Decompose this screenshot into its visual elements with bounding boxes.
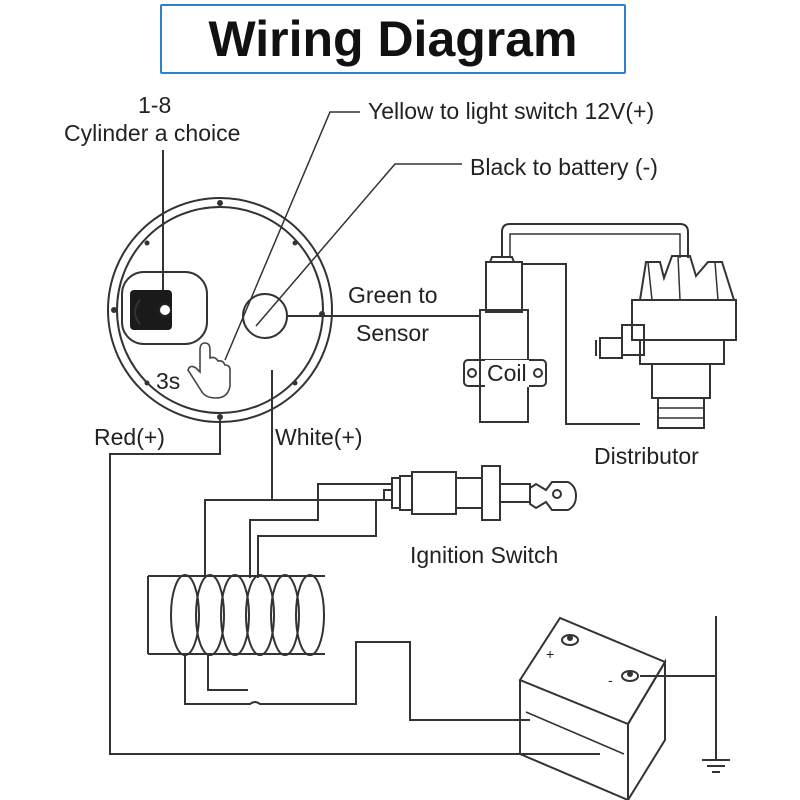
coil-label: Coil: [485, 360, 529, 387]
battery-minus-label: -: [608, 672, 613, 688]
white-wire: [204, 370, 273, 578]
ignition-wire-2: [257, 499, 392, 578]
green-wire-label: Green to: [348, 282, 438, 308]
battery-plus-label: +: [546, 646, 555, 662]
sensor-label: Sensor: [356, 320, 429, 346]
selector-knob-icon: [121, 271, 208, 345]
black-leader-line: [255, 163, 462, 327]
wire-harness-connector: [147, 574, 325, 656]
white-wire-label: White(+): [275, 424, 363, 450]
press-time-label: 3s: [156, 368, 181, 394]
distributor-label: Distributor: [594, 443, 699, 469]
cylinder-choice-label: Cylinder a choice: [64, 120, 241, 146]
page-title: Wiring Diagram: [208, 11, 578, 67]
yellow-leader-line: [224, 111, 360, 361]
title-box: Wiring Diagram: [160, 4, 626, 74]
red-wire-label: Red(+): [94, 424, 165, 450]
ht-lead-outer: [501, 223, 689, 258]
black-wire-label: Black to battery (-): [470, 154, 658, 180]
yellow-wire-label: Yellow to light switch 12V(+): [368, 98, 655, 124]
ht-lead-inner: [509, 233, 681, 258]
ignition-coil: [463, 256, 547, 423]
battery: [518, 616, 667, 800]
red-wire: [109, 420, 600, 755]
ignition-key-switch: [391, 465, 578, 521]
cylinder-count-label: 1-8: [138, 92, 172, 118]
ignition-switch-label: Ignition Switch: [410, 542, 559, 568]
distributor: [595, 255, 737, 429]
ground-icon: [702, 616, 730, 773]
ignition-wire-1: [249, 483, 392, 578]
battery-plus-wire: [355, 641, 530, 721]
hand-pointer-icon: [187, 342, 231, 399]
coil-to-distributor-wire: [522, 263, 640, 425]
